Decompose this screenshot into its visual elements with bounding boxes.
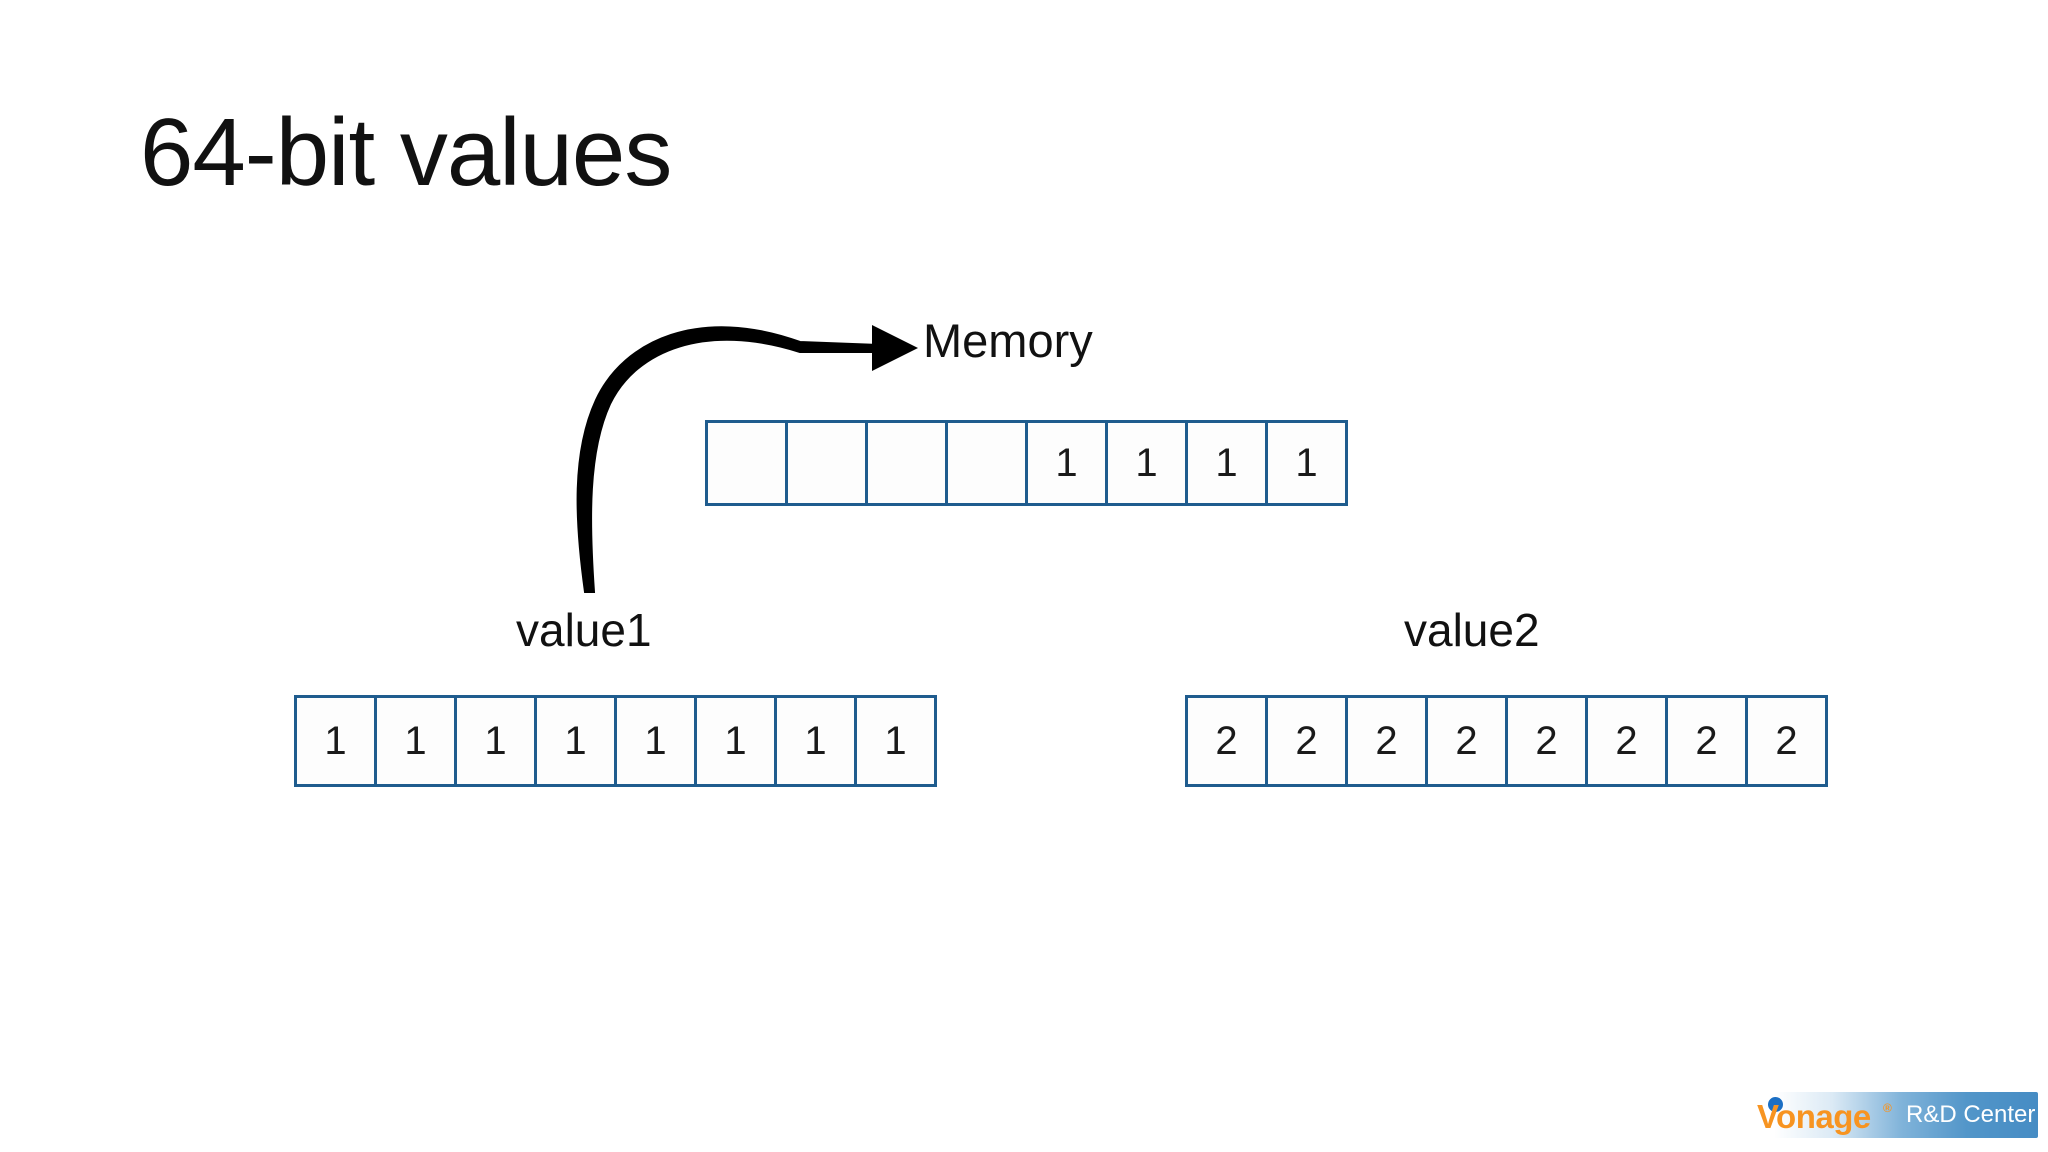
value1-cell: 1 (294, 695, 377, 787)
value1-cell: 1 (534, 695, 617, 787)
value2-cell: 2 (1345, 695, 1428, 787)
memory-cell (945, 420, 1028, 506)
value1-cell: 1 (614, 695, 697, 787)
memory-cell (785, 420, 868, 506)
memory-label: Memory (923, 314, 1093, 367)
memory-cell: 1 (1185, 420, 1268, 506)
memory-cell: 1 (1265, 420, 1348, 506)
value1-cell: 1 (694, 695, 777, 787)
value1-byte-row: 1 1 1 1 1 1 1 1 (294, 695, 937, 787)
memory-cell: 1 (1105, 420, 1188, 506)
vonage-wordmark: Vonage (1757, 1098, 1871, 1135)
vonage-logo-mark: Vonage ® (1752, 1092, 1898, 1138)
value2-byte-row: 2 2 2 2 2 2 2 2 (1185, 695, 1828, 787)
value1-cell: 1 (854, 695, 937, 787)
value2-label: value2 (1404, 604, 1540, 656)
value1-label: value1 (516, 604, 652, 656)
memory-cell (705, 420, 788, 506)
memory-cell (865, 420, 948, 506)
vonage-logo: Vonage ® R&D Center (1752, 1092, 2038, 1138)
trademark-symbol: ® (1883, 1101, 1892, 1115)
value2-cell: 2 (1425, 695, 1508, 787)
value1-cell: 1 (774, 695, 857, 787)
memory-cell: 1 (1025, 420, 1108, 506)
value2-cell: 2 (1665, 695, 1748, 787)
value2-cell: 2 (1265, 695, 1348, 787)
value2-cell: 2 (1745, 695, 1828, 787)
value1-cell: 1 (374, 695, 457, 787)
value2-cell: 2 (1505, 695, 1588, 787)
value2-cell: 2 (1585, 695, 1668, 787)
memory-byte-row: 1 1 1 1 (705, 420, 1348, 506)
page-title: 64-bit values (140, 99, 672, 206)
logo-tagline: R&D Center (1906, 1101, 2036, 1128)
value1-cell: 1 (454, 695, 537, 787)
value2-cell: 2 (1185, 695, 1268, 787)
vonage-dot-icon (1768, 1097, 1783, 1112)
